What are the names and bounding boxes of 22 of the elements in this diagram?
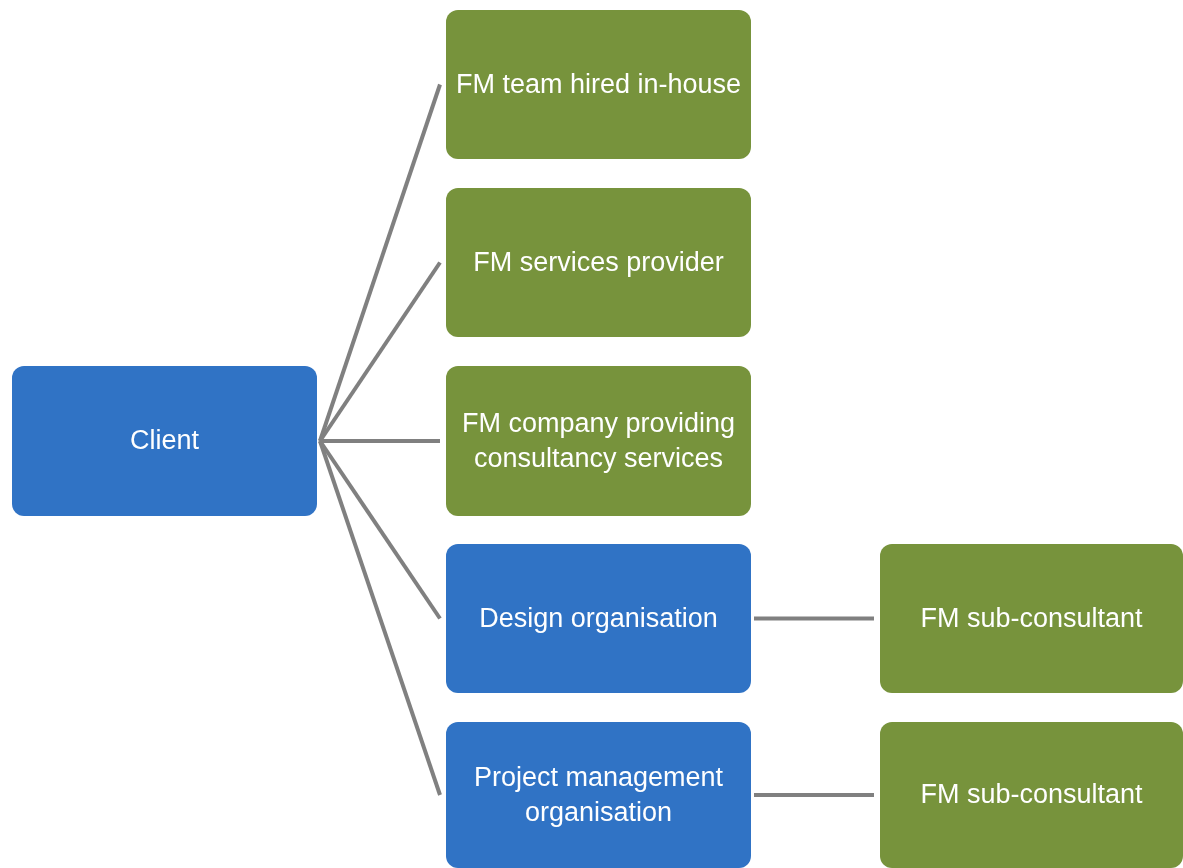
process-box (446, 366, 751, 516)
connector-line (318, 440, 442, 796)
process-box (880, 544, 1183, 693)
connector-line (320, 439, 440, 443)
process-box (880, 722, 1183, 868)
connector-line (754, 616, 874, 621)
box-label: FM services provider (473, 245, 724, 279)
process-box (12, 366, 317, 516)
box-label: FM sub-consultant (920, 601, 1143, 635)
connector-line (318, 83, 442, 442)
process-box (446, 544, 751, 693)
process-box (446, 188, 751, 337)
box-label: FM company providing consultancy services (460, 406, 737, 475)
box-label: FM sub-consultant (920, 778, 1143, 812)
box-label: Client (130, 424, 199, 458)
box-label: Design organisation (479, 601, 718, 635)
box-label: FM team hired in-house (455, 67, 742, 101)
connector-line (318, 261, 442, 443)
process-box (446, 10, 751, 159)
box-label: Project management organisation (472, 760, 725, 829)
connector-line (754, 793, 874, 797)
process-box (446, 722, 751, 868)
